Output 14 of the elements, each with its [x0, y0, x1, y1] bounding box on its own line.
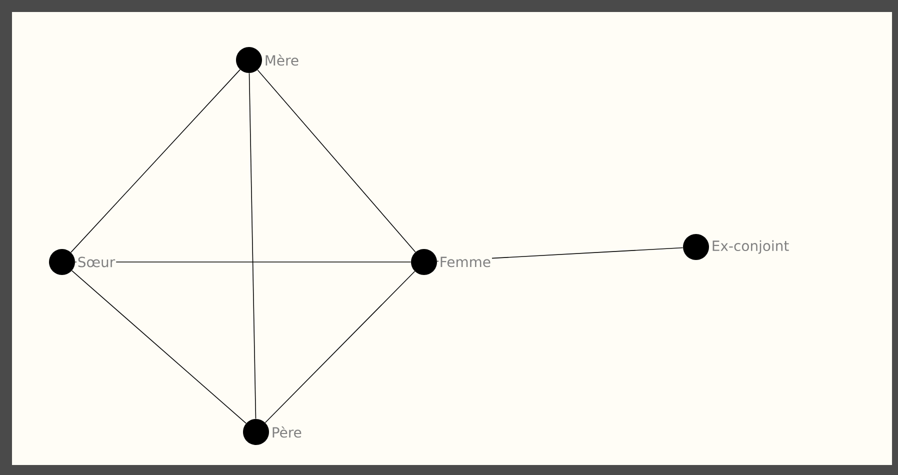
edge-line — [264, 270, 416, 424]
vertex-label: Sœur — [76, 256, 116, 268]
graph-vertex — [243, 419, 269, 445]
edge-line — [257, 70, 416, 252]
edge-line — [70, 69, 240, 253]
vertex-label: Mère — [263, 53, 300, 67]
vertex-label: Ex-conjoint — [710, 239, 790, 255]
graph-vertex — [683, 234, 709, 260]
graph-vertex — [236, 47, 262, 73]
graph-vertex — [411, 249, 437, 275]
graph-vertex — [49, 249, 75, 275]
edge-line — [248, 72, 256, 420]
edge-line — [72, 270, 246, 424]
vertex-label: Femme — [438, 256, 492, 268]
